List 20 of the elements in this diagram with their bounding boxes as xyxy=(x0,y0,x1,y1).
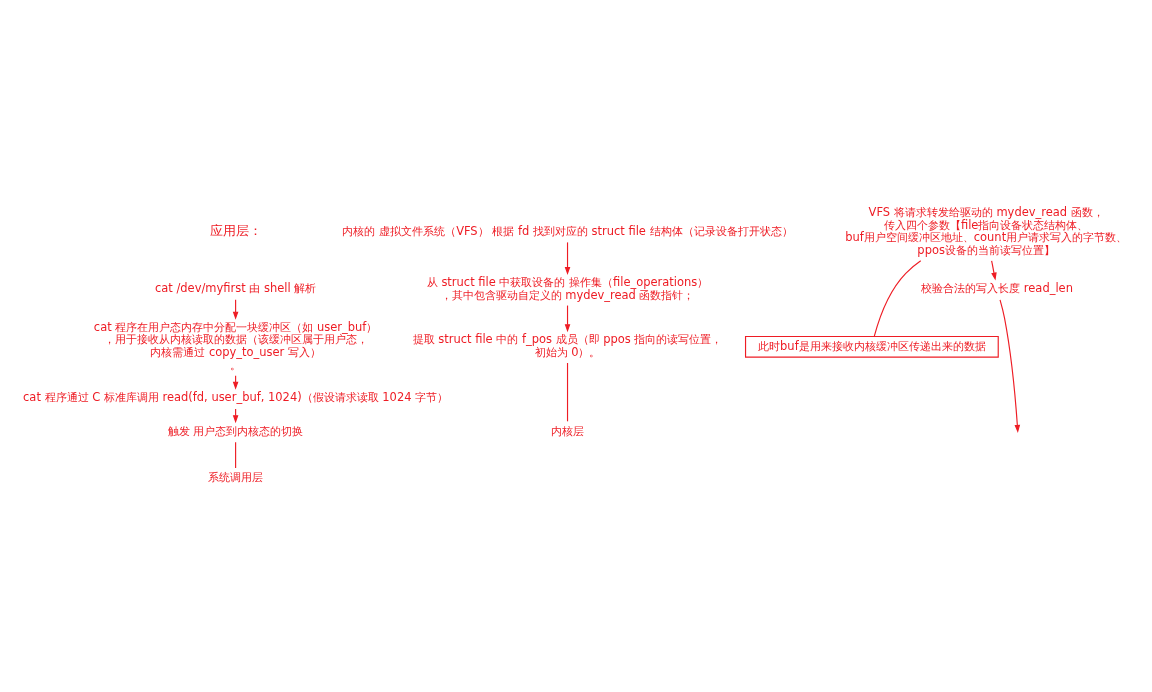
node-text: cat 程序通过 C 标准库调用 read(fd, user_buf, 1024)（假设请求读取 1024 字节） xyxy=(23,390,449,405)
arrow xyxy=(991,260,997,281)
node-text: VFS 将请求转发给驱动的 mydev_read 函数，传入四个参数【file指向设备状态结构体、buf用户空间缓冲区地址、count用户请求写入的字节数、ppos设备的当前读写位置】 xyxy=(845,204,1128,257)
node-text: cat 程序在用户态内存中分配一块缓冲区（如 user_buf），用于接收从内核读取的数据（该缓冲区属于用户态，内核需通过 copy_to_user 写入）。 xyxy=(93,319,378,372)
connector xyxy=(235,441,237,469)
node-text: 内核的 虚拟文件系统（VFS） 根据 fd 找到对应的 struct file 结构体（记录设备打开状态） xyxy=(342,223,793,238)
node-text: 系统调用层 xyxy=(208,470,264,485)
connector xyxy=(873,260,922,337)
arrow xyxy=(564,304,571,333)
node-text: 从 struct file 中获取设备的 操作集（file_operations），其中包含驱动自定义的 mydev_read 函数指针； xyxy=(426,274,709,302)
node-text: 内核层 xyxy=(551,423,585,438)
node-box: 此时buf是用来接收内核缓冲区传递出来的数据 xyxy=(744,335,999,358)
label: 应用层： xyxy=(209,223,262,239)
connector xyxy=(566,362,569,422)
arrow xyxy=(564,241,571,275)
node-text: 提取 struct file 中的 f_pos 成员（即 ppos 指向的读写位置，初始为 0）。 xyxy=(412,332,723,360)
node-text: 校验合法的写入长度 read_len xyxy=(921,281,1073,296)
arrow xyxy=(999,299,1021,433)
node-text: 触发 用户态到内核态的切换 xyxy=(167,423,304,438)
node-text: cat /dev/myfirst 由 shell 解析 xyxy=(154,281,317,296)
